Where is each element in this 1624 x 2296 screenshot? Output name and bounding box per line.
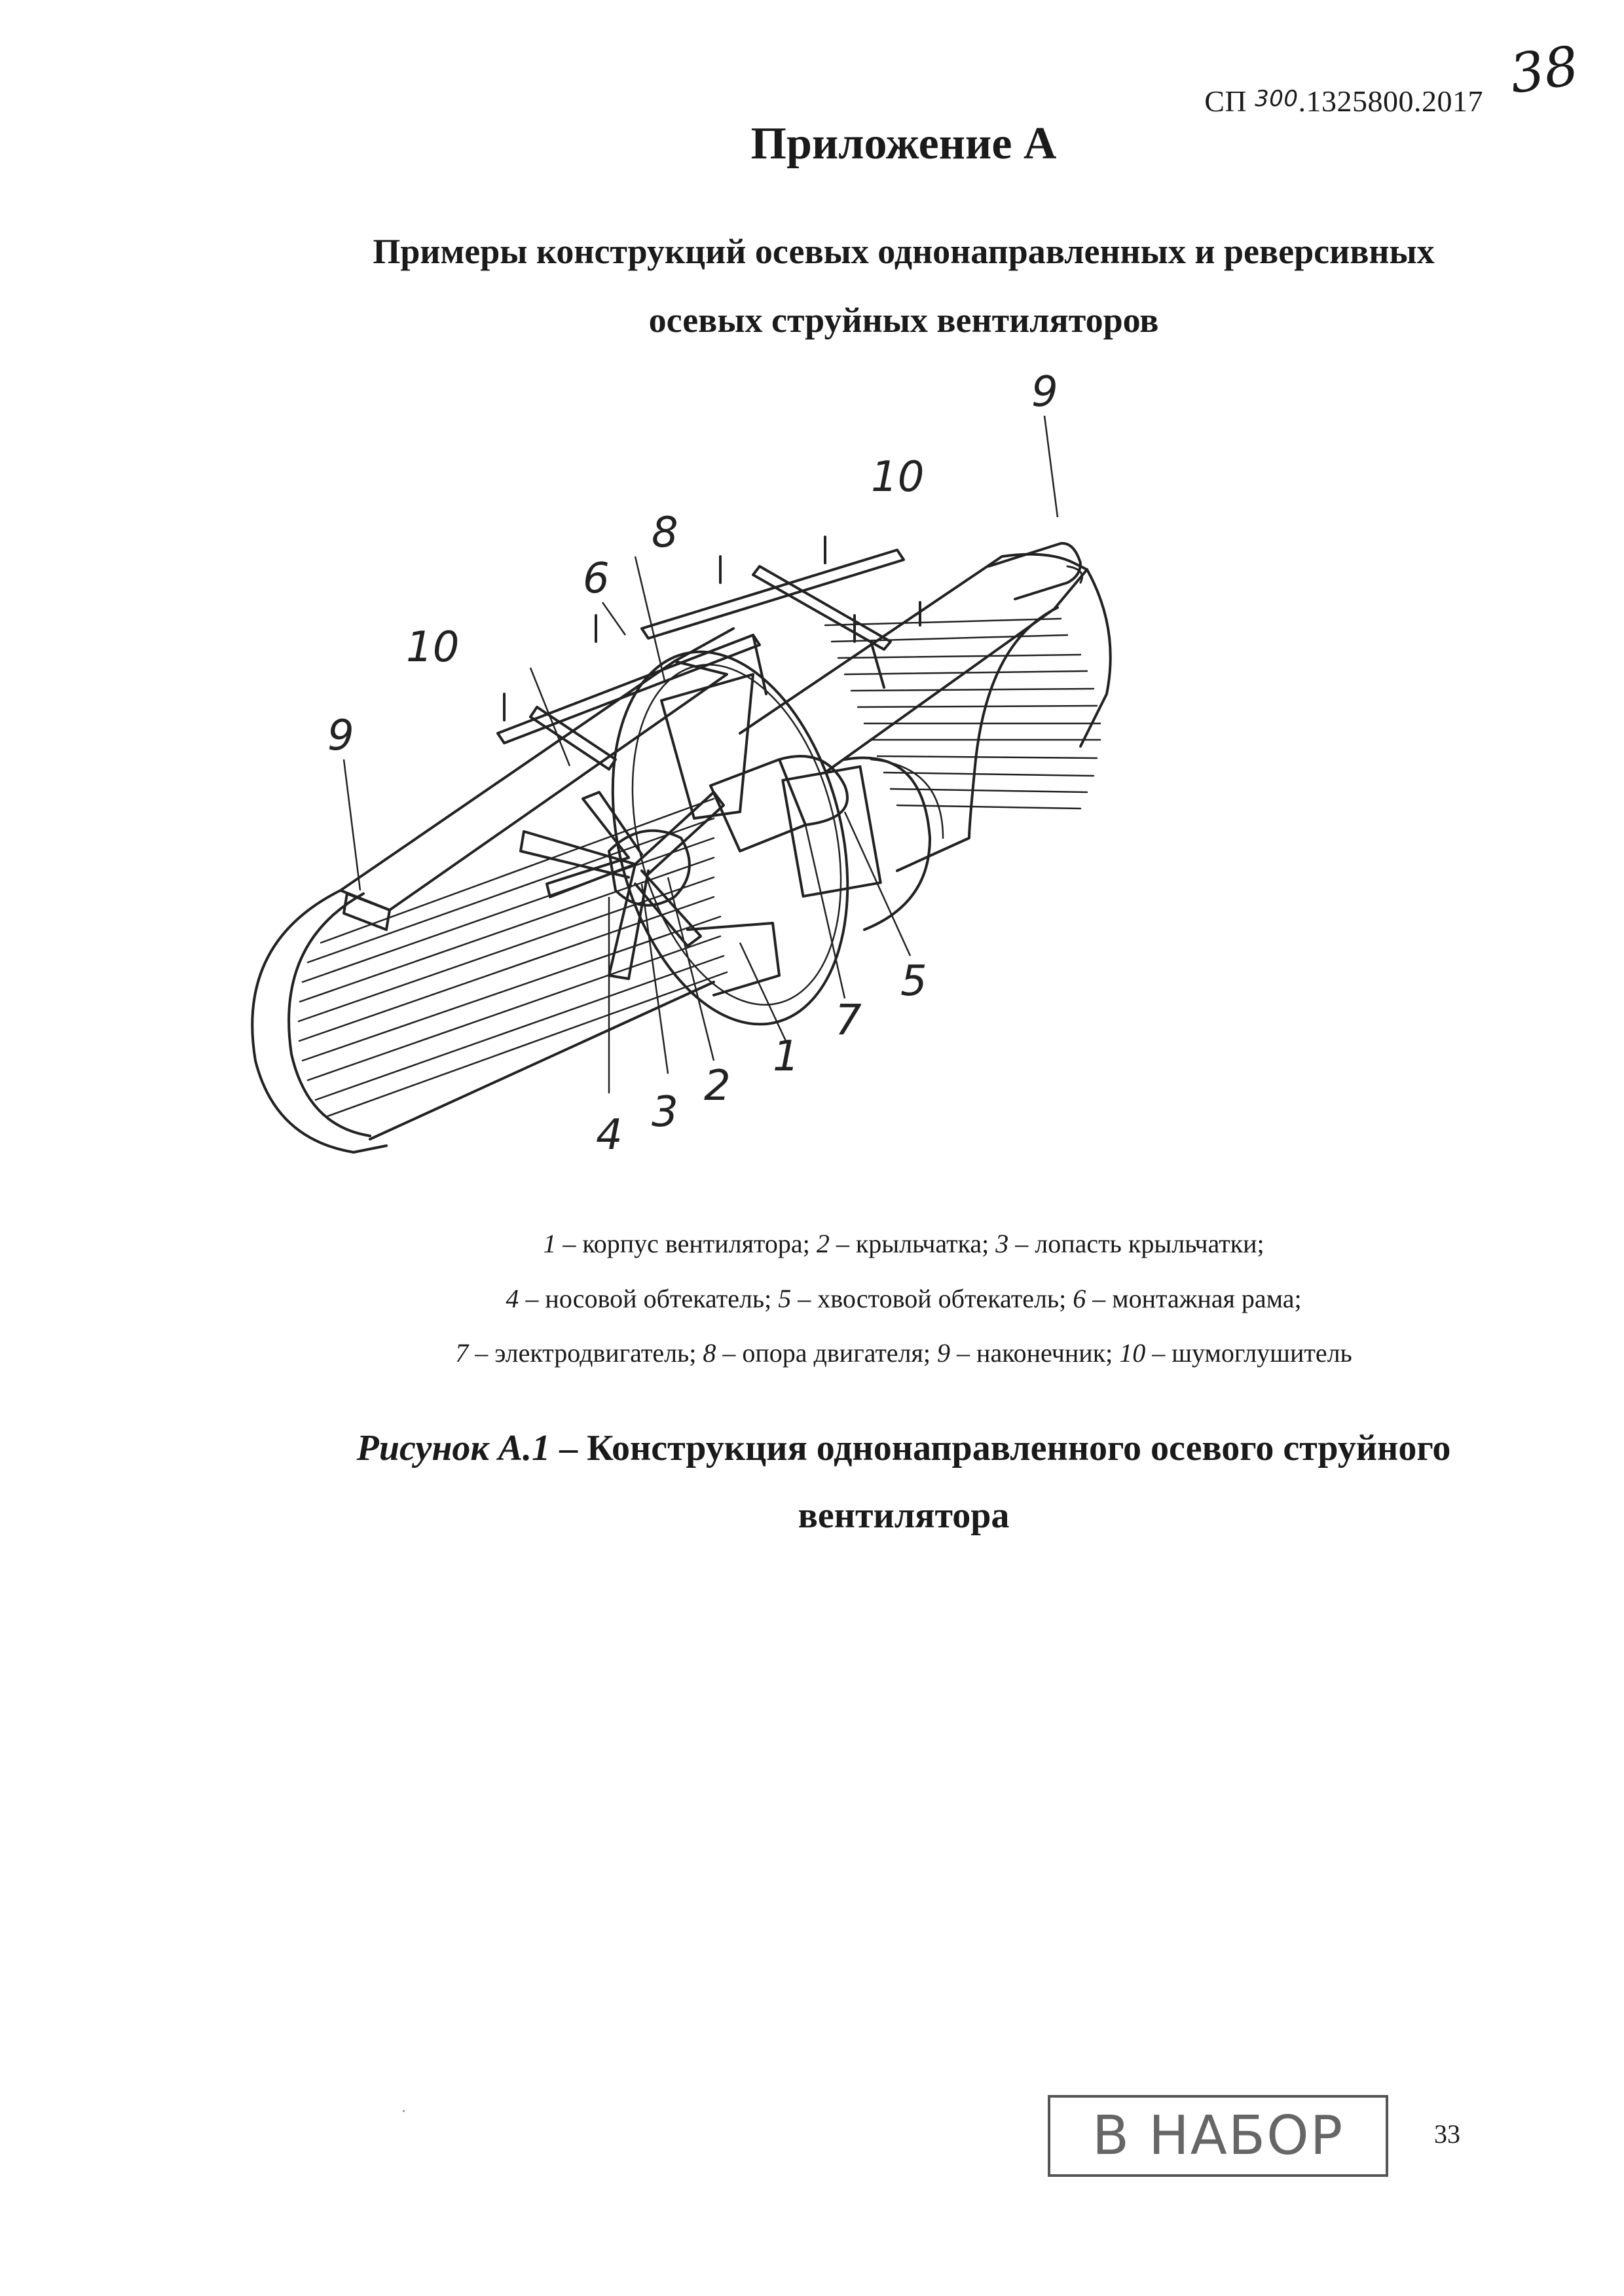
- figure-label: Рисунок А.1: [356, 1428, 551, 1468]
- scan-speck: [403, 2110, 405, 2112]
- motor-support: [660, 673, 754, 820]
- callout-6: 6: [583, 555, 610, 603]
- legend-line-1: 1 – корпус вентилятора; 2 – крыльчатка; …: [543, 1229, 1264, 1258]
- figure-caption-line-2: вентилятора: [798, 1495, 1010, 1536]
- callout-8: 8: [652, 509, 678, 557]
- subtitle-line-2: осевых струйных вентиляторов: [648, 301, 1159, 340]
- nose-fairing: [608, 829, 691, 907]
- tip-right: [1066, 565, 1083, 584]
- doc-code-prefix: СП: [1204, 84, 1255, 118]
- callout-leaders: [342, 415, 1059, 1093]
- fan-casing-ring: [611, 650, 849, 1026]
- v-nabor-stamp: В НАБОР: [1048, 2095, 1388, 2177]
- electric-motor: [709, 755, 882, 898]
- figure-caption-line-1: Рисунок А.1 – Конструкция однонаправленн…: [356, 1428, 1451, 1468]
- callout-3: 3: [652, 1088, 678, 1137]
- callout-4: 4: [596, 1111, 623, 1159]
- legend-line-2: 4 – носовой обтекатель; 5 – хвостовой об…: [506, 1284, 1302, 1313]
- page-number: 33: [1434, 2119, 1460, 2149]
- doc-code-handwritten-number: 300: [1255, 86, 1299, 112]
- callout-7: 7: [835, 996, 862, 1045]
- callout-9-right: 9: [1031, 368, 1058, 416]
- tip-left: [342, 892, 391, 931]
- fan-housing: [686, 922, 781, 996]
- impeller-blades: [519, 791, 725, 980]
- legend-line-3: 7 – электродвигатель; 8 – опора двигател…: [455, 1338, 1352, 1368]
- document-code: СП 300.1325800.2017: [1204, 84, 1483, 118]
- callout-10-right: 10: [871, 453, 924, 501]
- callout-9-left: 9: [327, 712, 354, 760]
- callout-1: 1: [773, 1032, 800, 1081]
- subtitle-line-1: Примеры конструкций осевых однонаправлен…: [373, 232, 1435, 271]
- callout-2: 2: [704, 1062, 731, 1110]
- appendix-title: Приложение А: [750, 118, 1057, 169]
- callout-10-left: 10: [406, 623, 459, 672]
- doc-code-suffix: .1325800.2017: [1298, 84, 1483, 118]
- callout-5: 5: [900, 957, 927, 1006]
- mounting-frame: [496, 536, 921, 771]
- handwritten-page-number: 38: [1505, 35, 1583, 106]
- jet-fan-drawing: 9 10 8 6 10 9 5 7 1 2 3 4: [251, 368, 1112, 1159]
